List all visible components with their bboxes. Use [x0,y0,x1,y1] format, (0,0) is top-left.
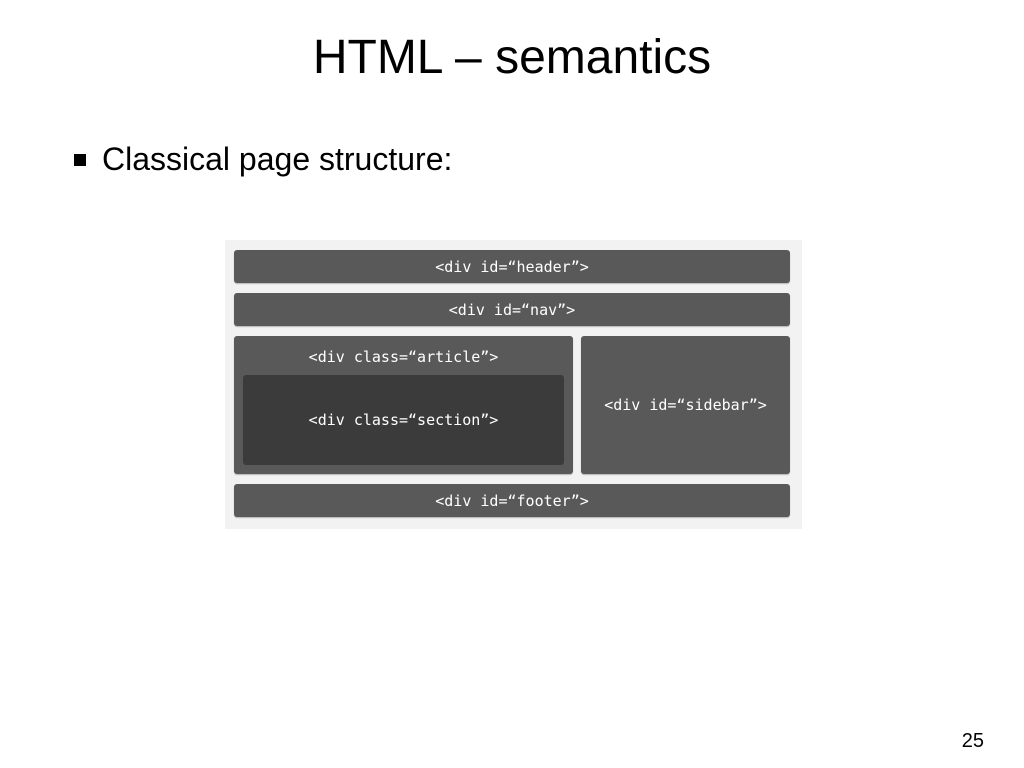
section-block-label: <div class=“section”> [308,411,499,429]
sidebar-block-label: <div id=“sidebar”> [604,396,767,414]
article-block-label: <div class=“article”> [308,348,499,366]
square-bullet-icon [74,154,86,166]
page-number: 25 [961,730,984,752]
slide-title: HTML – semantics [312,31,712,84]
footer-block: <div id=“footer”> [234,484,790,517]
bullet-text: Classical page structure: [102,141,453,177]
nav-block: <div id=“nav”> [234,293,790,326]
section-block: <div class=“section”> [243,375,564,465]
bullet-item: Classical page structure: [74,138,452,180]
header-block-label: <div id=“header”> [435,257,589,276]
nav-block-label: <div id=“nav”> [448,300,576,319]
header-block: <div id=“header”> [234,250,790,283]
page-structure-diagram: <div id=“header”> <div id=“nav”> <div cl… [225,240,802,529]
sidebar-block: <div id=“sidebar”> [581,336,790,474]
article-block: <div class=“article”> <div class=“sectio… [234,336,573,474]
footer-block-label: <div id=“footer”> [435,491,589,510]
